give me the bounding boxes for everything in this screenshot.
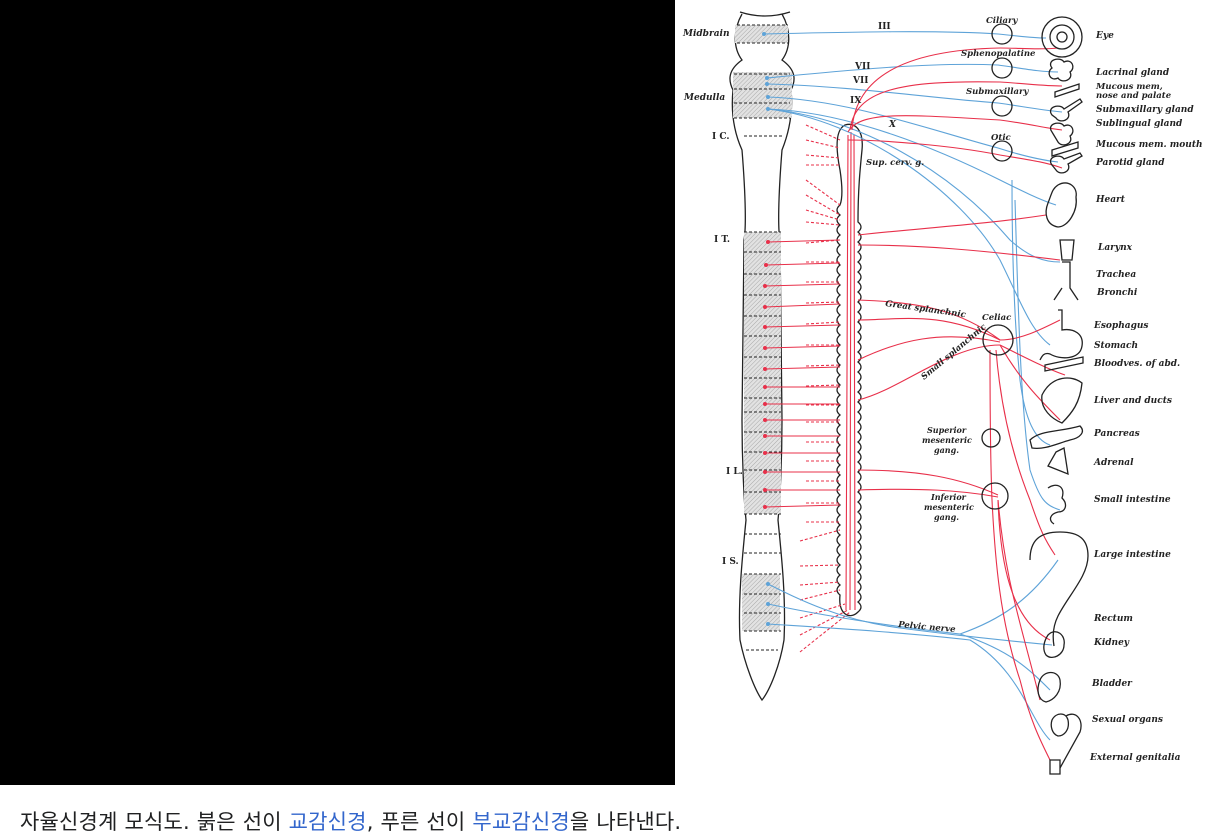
organ-label: Adrenal [1093, 458, 1134, 468]
parasympathetic-nerve-link[interactable]: 부교감신경 [472, 810, 570, 834]
organ-label: Parotid gland [1095, 158, 1165, 168]
label-nerve-vii-a: VII [854, 62, 870, 72]
label-l1: I L. [726, 467, 743, 477]
label-small-splanchnic: Small splanchnic [920, 322, 990, 383]
organ-label: Bloodves. of abd. [1093, 359, 1180, 369]
label-superior-mesenteric-2: mesenteric [922, 435, 972, 445]
organ-sketches [1029, 16, 1089, 775]
organ-labels: Eye Lacrinal gland Mucous mem, nose and … [1089, 31, 1203, 763]
label-pelvic-nerve: Pelvic nerve [897, 620, 957, 635]
organ-label: Sexual organs [1092, 715, 1163, 725]
label-submaxillary: Submaxillary [966, 87, 1030, 97]
organ-label: Bladder [1091, 679, 1133, 689]
organ-label: Submaxillary gland [1096, 105, 1194, 115]
label-ciliary: Ciliary [986, 16, 1018, 26]
label-inferior-mesenteric-2: mesenteric [924, 502, 974, 512]
label-c1: I C. [712, 132, 729, 142]
organ-label: Bronchi [1096, 288, 1138, 298]
caption-text-2: , 푸른 선이 [366, 810, 473, 834]
spinal-cord [729, 11, 795, 702]
label-midbrain: Midbrain [682, 29, 730, 39]
label-sup-cerv-ganglion: Sup. cerv. g. [866, 158, 924, 168]
label-superior-mesenteric-1: Superior [927, 425, 967, 435]
label-great-splanchnic: Great splanchnic [885, 299, 968, 320]
organ-label: Mucous mem. mouth [1095, 140, 1203, 150]
organ-label: External genitalia [1089, 753, 1181, 763]
sympathetic-chain [763, 123, 863, 653]
label-nerve-ix: IX [850, 96, 861, 106]
label-otic: Otic [991, 133, 1012, 143]
sympathetic-nerve-link[interactable]: 교감신경 [288, 810, 367, 834]
label-sphenopalatine: Sphenopalatine [961, 49, 1036, 59]
label-celiac: Celiac [982, 313, 1012, 323]
organ-label: nose and palate [1096, 91, 1172, 101]
organ-label: Heart [1095, 195, 1126, 205]
blank-image-panel [0, 0, 675, 785]
label-nerve-x: X [888, 120, 897, 130]
spinal-level-labels: Midbrain Medulla I C. I T. I L. I S. [682, 29, 743, 567]
ganglion-labels: Ciliary Sphenopalatine Submaxillary Otic… [866, 16, 1036, 522]
label-nerve-vii-b: VII [852, 76, 868, 86]
organ-label: Larynx [1097, 243, 1133, 253]
figure-caption: 자율신경계 모식도. 붉은 선이 교감신경, 푸른 선이 부교감신경을 나타낸다… [20, 806, 681, 836]
ganglia [981, 23, 1014, 510]
label-inferior-mesenteric-1: Inferior [930, 492, 967, 502]
organ-label: Large intestine [1093, 550, 1171, 560]
caption-text-1: 자율신경계 모식도. 붉은 선이 [20, 810, 289, 834]
autonomic-nervous-system-diagram: Midbrain Medulla I C. I T. I L. I S. III… [675, 0, 1212, 785]
label-nerve-iii: III [878, 22, 891, 32]
organ-label: Lacrinal gland [1095, 68, 1170, 78]
label-medulla: Medulla [683, 93, 725, 103]
organ-label: Esophagus [1093, 321, 1149, 331]
organ-label: Kidney [1093, 638, 1130, 648]
label-t1: I T. [714, 235, 730, 245]
organ-label: Pancreas [1093, 429, 1140, 439]
cranial-nerve-labels: III VII VII IX X [850, 22, 897, 130]
label-superior-mesenteric-3: gang. [934, 445, 959, 455]
organ-label: Mucous mem, [1095, 82, 1163, 92]
organ-label: Rectum [1093, 614, 1133, 624]
label-inferior-mesenteric-3: gang. [934, 512, 959, 522]
organ-label: Stomach [1094, 341, 1138, 351]
organ-label: Trachea [1096, 270, 1136, 280]
parasympathetic-fibers [762, 31, 1063, 741]
caption-text-3: 을 나타낸다. [569, 810, 682, 834]
organ-label: Eye [1095, 31, 1114, 41]
organ-label: Small intestine [1094, 495, 1171, 505]
nerve-labels: Great splanchnic Small splanchnic Pelvic… [885, 299, 990, 635]
label-s1: I S. [722, 557, 739, 567]
organ-label: Liver and ducts [1093, 396, 1172, 406]
organ-label: Sublingual gland [1096, 119, 1183, 129]
sympathetic-fibers [847, 47, 1066, 761]
